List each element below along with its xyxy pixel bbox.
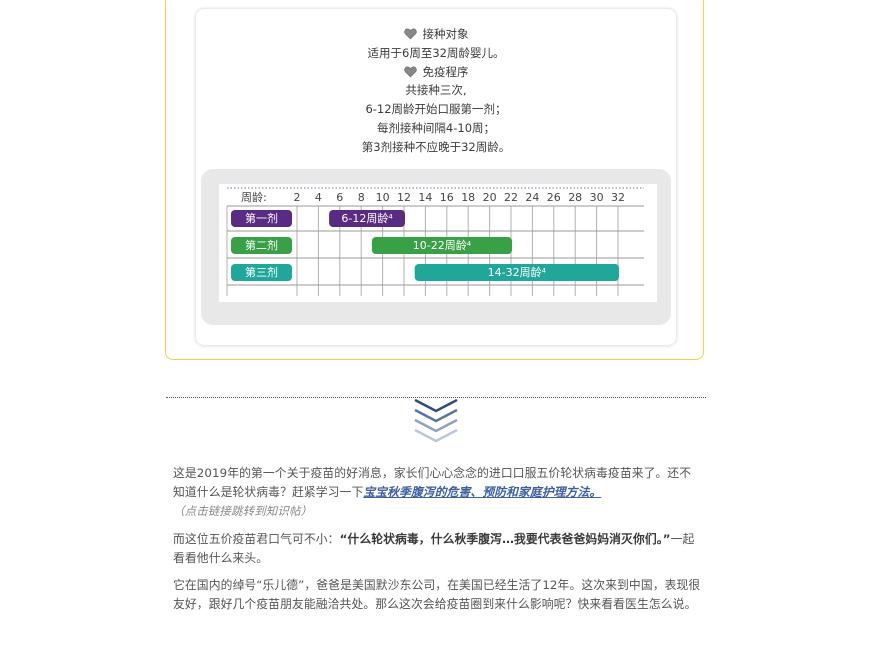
- article-paragraph-2: 而这位五价疫苗君口气可不小：“什么轮状病毒，什么秋季腹泻…我要代表爸爸妈妈消灭你…: [173, 530, 703, 568]
- heart-icon: [403, 28, 417, 40]
- dose-range-label: 6-12周龄⁴: [341, 211, 393, 225]
- dose-label: 第二剂: [245, 238, 278, 252]
- article-paragraph-3: 它在国内的绰号“乐儿德”，爸爸是美国默沙东公司，在美国已经生活了12年。这次来到…: [173, 578, 701, 611]
- dose-label: 第一剂: [245, 211, 278, 225]
- week-tick-label: 22: [504, 191, 518, 204]
- dose-range-bar: [329, 210, 405, 227]
- week-tick-label: 12: [397, 191, 411, 204]
- dose-range-bar: [371, 237, 512, 254]
- intro-text: 这是2019年的第一个关于疫苗的好消息，家长们心心念念的进口口服五价轮状病毒疫苗…: [173, 466, 692, 499]
- target-heading-row: 接种对象: [196, 26, 676, 42]
- week-tick-label: 32: [611, 191, 625, 204]
- procedure-line: 6-12周龄开始口服第一剂；: [365, 102, 507, 116]
- week-tick-label: 20: [483, 191, 497, 204]
- vaccine-quote: “什么轮状病毒，什么秋季腹泻…我要代表爸爸妈妈消灭你们。”: [339, 532, 671, 546]
- week-tick-label: 16: [440, 191, 454, 204]
- week-tick-label: 26: [547, 191, 561, 204]
- procedure-heading: 免疫程序: [422, 65, 469, 79]
- dose-label-pill: [231, 237, 292, 254]
- p2-end: 一起看看他什么来头。: [173, 532, 695, 565]
- week-tick-label: 2: [294, 191, 301, 204]
- week-tick-label: 24: [525, 191, 539, 204]
- procedure-heading-row: 免疫程序: [196, 64, 676, 80]
- week-tick-label: 8: [358, 191, 365, 204]
- dose-range-label: 10-22周龄⁴: [413, 238, 472, 252]
- week-tick-label: 18: [461, 191, 475, 204]
- dose-label-pill: [231, 210, 292, 227]
- week-axis-label: 周龄:: [241, 190, 267, 204]
- week-tick-label: 6: [336, 191, 343, 204]
- chevron-down-icon: [414, 398, 458, 443]
- procedure-line: 共接种三次,: [405, 83, 467, 97]
- target-text: 适用于6周至32周龄婴儿。: [367, 46, 505, 60]
- article-paragraph-1: 这是2019年的第一个关于疫苗的好消息，家长们心心念念的进口口服五价轮状病毒疫苗…: [173, 464, 703, 521]
- heart-icon: [403, 66, 417, 78]
- section-divider: [166, 397, 706, 398]
- procedure-line: 第3剂接种不应晚于32周龄。: [361, 140, 511, 154]
- week-tick-label: 28: [568, 191, 582, 204]
- dose-label: 第三剂: [245, 265, 278, 279]
- week-tick-label: 10: [376, 191, 390, 204]
- dose-range-label: 14-32周龄⁴: [488, 265, 547, 279]
- p2-start: 而这位五价疫苗君口气可不小：: [173, 532, 340, 546]
- dose-label-pill: [231, 264, 292, 281]
- link-hint: （点击链接跳转到知识帖）: [173, 504, 313, 518]
- week-tick-label: 4: [315, 191, 322, 204]
- procedure-line: 每剂接种间隔4-10周；: [376, 121, 496, 135]
- week-tick-label: 14: [418, 191, 432, 204]
- week-tick-label: 30: [590, 191, 604, 204]
- yellow-card-frame: [165, 0, 704, 360]
- dose-range-bar: [414, 264, 619, 281]
- vaccine-info-card: 接种对象 适用于6周至32周龄婴儿。 免疫程序 共接种三次, 6-12周龄开始口…: [196, 9, 676, 345]
- target-heading: 接种对象: [422, 27, 469, 41]
- knowledge-link[interactable]: 宝宝秋季腹泻的危害、预防和家庭护理方法。: [363, 485, 602, 499]
